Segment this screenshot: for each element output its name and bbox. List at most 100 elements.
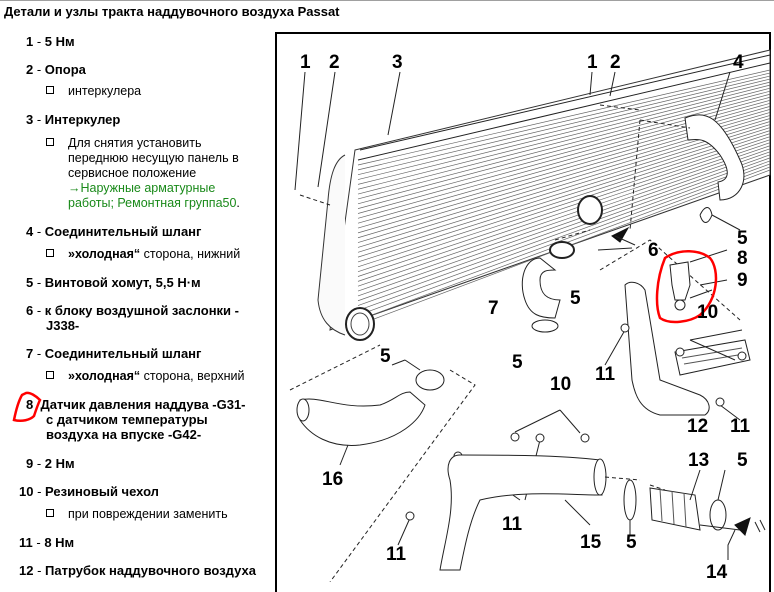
legend-sep: - bbox=[33, 34, 45, 49]
intercooler-fin bbox=[357, 121, 771, 248]
legend-item-7: 7 - Соединительный шланг bbox=[26, 346, 201, 361]
callout-14: 14 bbox=[706, 562, 728, 582]
legend-sub: »холодная“ сторона, нижний bbox=[46, 247, 240, 262]
diagram-frame bbox=[275, 32, 771, 592]
legend-label: 5 Нм bbox=[44, 34, 75, 49]
callout-2: 2 bbox=[610, 52, 621, 73]
legend-sub-text: при повреждении заменить bbox=[68, 507, 228, 521]
legend-sub: интеркулера bbox=[46, 84, 141, 99]
legend-num: 10 bbox=[19, 484, 34, 499]
legend-sep: - bbox=[33, 275, 45, 290]
callout-11: 11 bbox=[595, 364, 616, 385]
callout-9: 9 bbox=[737, 270, 748, 291]
callout-5: 5 bbox=[380, 346, 391, 367]
callout-12: 12 bbox=[687, 416, 708, 437]
legend-num: 4 bbox=[26, 224, 34, 239]
callout-10: 10 bbox=[550, 374, 571, 395]
legend-item-9: 9 - 2 Нм bbox=[26, 456, 75, 471]
intercooler-fin bbox=[357, 133, 771, 268]
legend-num: 12 bbox=[19, 563, 34, 578]
intercooler-fin bbox=[357, 142, 771, 282]
intercooler-fin bbox=[357, 160, 771, 311]
intercooler-fin bbox=[357, 93, 771, 205]
checkbox-bullet-icon bbox=[46, 138, 54, 146]
legend-sub-bold: »холодная“ bbox=[68, 369, 141, 383]
legend-sep: - bbox=[33, 62, 45, 77]
legend-sub-bold: »холодная“ bbox=[68, 247, 141, 261]
callout-11: 11 bbox=[386, 544, 407, 565]
checkbox-bullet-icon bbox=[46, 86, 54, 94]
legend-num: 3 bbox=[26, 112, 34, 127]
legend-num: 5 bbox=[26, 275, 34, 290]
callout-labels: 1 2 3 1 2 4 5 6 8 9 7 5 10 5 11 12 11 5 … bbox=[300, 52, 751, 582]
callout-1: 1 bbox=[300, 52, 311, 73]
callout-8: 8 bbox=[737, 248, 748, 269]
legend-sub-cont: сервисное положение bbox=[68, 166, 197, 180]
legend-num: 7 bbox=[26, 346, 34, 361]
legend-sep: - bbox=[33, 563, 46, 578]
callout-16: 16 bbox=[322, 469, 343, 490]
callout-5: 5 bbox=[570, 288, 581, 309]
intercooler-fin bbox=[357, 148, 771, 292]
legend-sep: - bbox=[33, 346, 45, 361]
intercooler-fin bbox=[357, 157, 771, 306]
callout-5: 5 bbox=[626, 532, 637, 553]
legend-label: Патрубок наддувочного воздуха bbox=[45, 563, 256, 578]
legend-item-6: 6 - к блоку воздушной заслонки - bbox=[26, 303, 239, 318]
link-suffix: . bbox=[236, 196, 240, 210]
legend-label: Опора bbox=[44, 62, 86, 77]
legend-sub: Для снятия установить bbox=[46, 136, 201, 151]
legend-item-3: 3 - Интеркулер bbox=[26, 112, 120, 127]
intercooler-fin bbox=[357, 84, 771, 190]
intercooler-fin bbox=[357, 90, 771, 200]
callout-6: 6 bbox=[648, 240, 659, 261]
intercooler-fin bbox=[357, 145, 771, 287]
legend-sep: - bbox=[33, 112, 45, 127]
callout-11: 11 bbox=[502, 514, 523, 535]
legend-label: Винтовой хомут, 5,5 Н·м bbox=[44, 275, 201, 290]
legend-num: 8 bbox=[26, 397, 34, 412]
intercooler-fin bbox=[357, 130, 771, 263]
checkbox-bullet-icon bbox=[46, 509, 54, 517]
legend-label: Интеркулер bbox=[44, 112, 121, 127]
legend-item-2: 2 - Опора bbox=[26, 62, 86, 77]
legend-sub-cont: переднюю несущую панель в bbox=[68, 151, 239, 165]
intercooler-drawing bbox=[317, 49, 771, 341]
legend-label-cont: с датчиком температуры bbox=[46, 412, 208, 427]
callout-5: 5 bbox=[737, 228, 748, 249]
repair-group-link-line2[interactable]: работы; Ремонтная группа50. bbox=[68, 196, 240, 211]
intercooler-fin bbox=[357, 87, 771, 195]
red-highlight-annotation bbox=[12, 391, 42, 423]
legend-item-12: 12 - Патрубок наддувочного воздуха bbox=[19, 563, 256, 578]
link-text[interactable]: работы; Ремонтная группа50 bbox=[68, 196, 237, 210]
legend-num: 9 bbox=[26, 456, 34, 471]
callout-1: 1 bbox=[587, 52, 598, 73]
callout-13: 13 bbox=[688, 450, 709, 471]
callout-2: 2 bbox=[329, 52, 340, 73]
legend-label-cont: J338- bbox=[46, 318, 80, 333]
intercooler-fin bbox=[357, 78, 771, 180]
legend-label: Соединительный шланг bbox=[44, 346, 202, 361]
top-divider bbox=[0, 0, 774, 1]
intercooler-fin bbox=[357, 81, 771, 185]
legend-item-1: 1 - 5 Нм bbox=[26, 34, 75, 49]
link-text[interactable]: →Наружные арматурные bbox=[68, 181, 216, 195]
legend-sep: - bbox=[33, 456, 45, 471]
legend-sep: - bbox=[33, 484, 46, 499]
checkbox-bullet-icon bbox=[46, 249, 54, 257]
legend-sep: - bbox=[32, 535, 45, 550]
legend-num: 6 bbox=[26, 303, 34, 318]
legend-sub-text: интеркулера bbox=[68, 84, 142, 98]
legend-label: 8 Нм bbox=[44, 535, 75, 550]
legend-sub-text: сторона, нижний bbox=[140, 247, 241, 261]
intercooler-fin bbox=[357, 69, 771, 166]
callout-10: 10 bbox=[697, 302, 718, 323]
legend-label: Соединительный шланг bbox=[44, 224, 202, 239]
callout-7: 7 bbox=[488, 298, 499, 319]
legend-sub: »холодная“ сторона, верхний bbox=[46, 369, 245, 384]
intercooler-fin bbox=[357, 124, 771, 253]
repair-group-link[interactable]: →Наружные арматурные bbox=[68, 181, 215, 196]
red-highlight-circle bbox=[655, 250, 718, 324]
legend-label: к блоку воздушной заслонки - bbox=[44, 303, 239, 318]
